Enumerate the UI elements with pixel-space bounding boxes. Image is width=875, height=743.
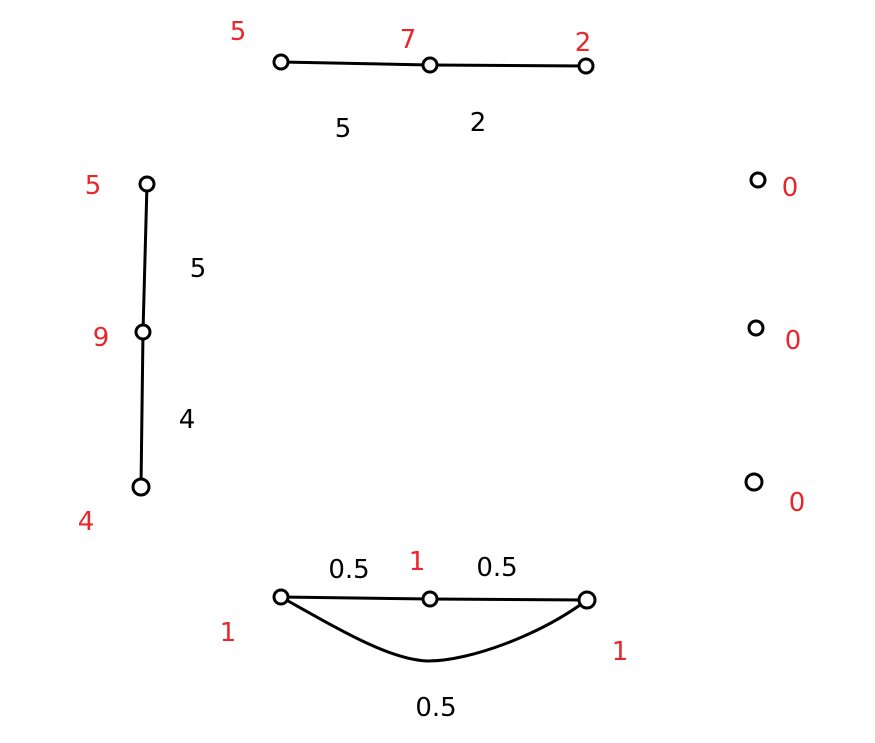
- top-graph: 5 7 2 5 2: [230, 17, 595, 144]
- left-node-3-label: 4: [78, 507, 95, 537]
- top-edge-2: [428, 63, 588, 68]
- right-node-2: [747, 319, 765, 337]
- left-node-1: [138, 175, 156, 193]
- right-node-2-label: 0: [785, 326, 802, 356]
- bottom-node-1-label: 1: [220, 618, 237, 648]
- right-node-1: [749, 171, 767, 189]
- right-node-3-label: 0: [789, 488, 806, 518]
- left-edge-1: [141, 182, 149, 334]
- bottom-edge-3-label: 0.5: [415, 693, 456, 723]
- left-node-2: [134, 323, 152, 341]
- top-node-1-label: 5: [230, 17, 247, 47]
- bottom-node-2-label: 1: [409, 547, 426, 577]
- left-graph: 5 9 4 5 4: [78, 171, 207, 537]
- top-node-1: [272, 53, 290, 71]
- left-edge-1-label: 5: [190, 254, 207, 284]
- left-edge-2-label: 4: [179, 405, 196, 435]
- top-node-2: [421, 56, 439, 74]
- bottom-edge-3: [279, 595, 589, 663]
- bottom-graph: 1 1 1 0.5 0.5 0.5: [220, 547, 629, 723]
- bottom-node-3: [577, 590, 597, 610]
- bottom-edge-1-label: 0.5: [328, 555, 369, 585]
- bottom-node-1: [272, 588, 290, 606]
- bottom-edge-2-label: 0.5: [476, 553, 517, 583]
- bottom-edge-1: [279, 595, 432, 601]
- top-node-2-label: 7: [400, 25, 417, 55]
- top-edge-2-label: 2: [470, 108, 487, 138]
- right-node-3: [744, 472, 764, 492]
- bottom-edge-2: [428, 597, 589, 602]
- bottom-node-3-label: 1: [612, 637, 629, 667]
- right-node-1-label: 0: [782, 173, 799, 203]
- top-node-3-label: 2: [575, 28, 592, 58]
- left-node-1-label: 5: [85, 171, 102, 201]
- top-node-3: [577, 57, 595, 75]
- left-node-2-label: 9: [93, 323, 110, 353]
- bottom-node-2: [421, 590, 439, 608]
- left-node-3: [131, 477, 151, 497]
- right-graph: 0 0 0: [744, 171, 806, 518]
- top-edge-1-label: 5: [335, 114, 352, 144]
- left-edge-2: [139, 330, 145, 489]
- top-edge-1: [279, 60, 432, 67]
